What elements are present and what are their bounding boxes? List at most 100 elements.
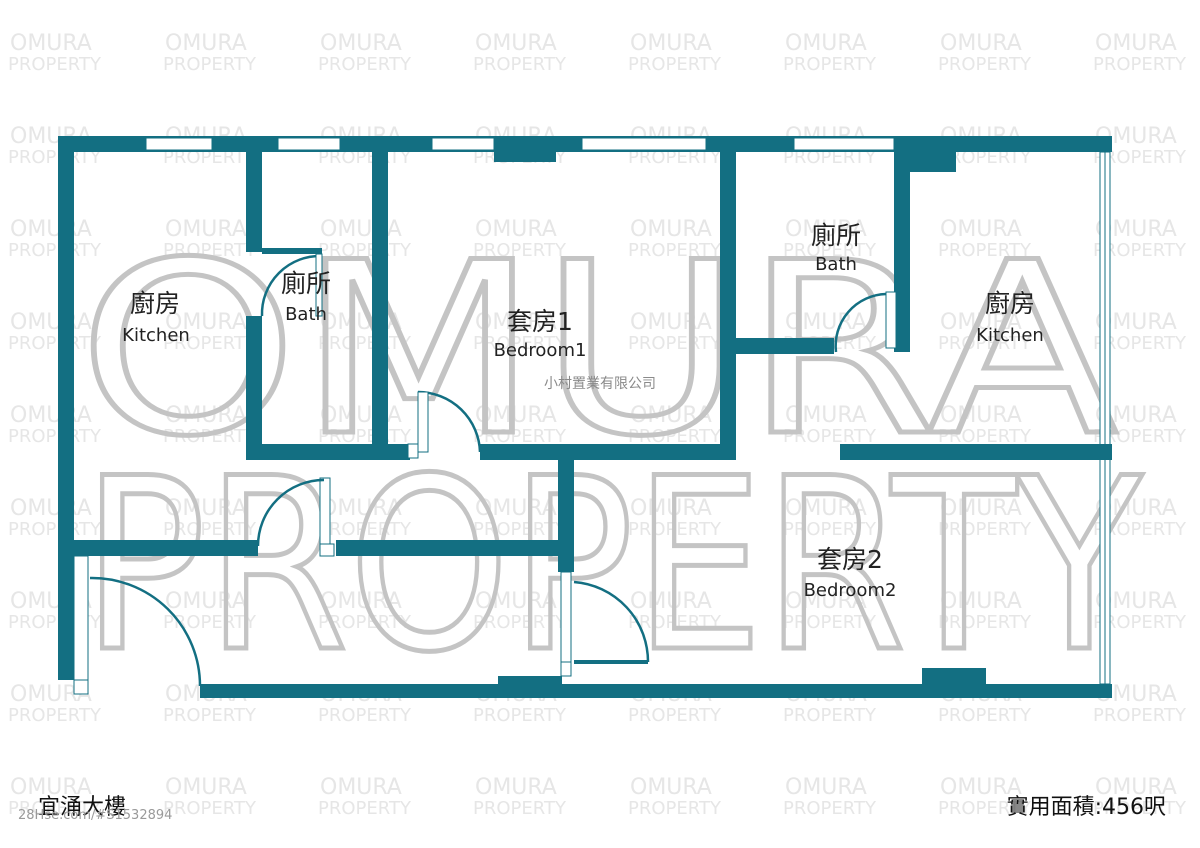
watermark-tile-line1: OMURA	[10, 403, 92, 428]
watermark-tile-line2: PROPERTY	[628, 798, 722, 819]
watermark-tile-line2: PROPERTY	[8, 54, 102, 75]
watermark-tile-line1: OMURA	[320, 589, 402, 614]
watermark-tile-line2: PROPERTY	[1093, 333, 1187, 354]
watermark-tile-line1: OMURA	[1095, 775, 1177, 800]
watermark-tile-line2: PROPERTY	[938, 240, 1032, 261]
watermark-tile-line1: OMURA	[475, 403, 557, 428]
watermark-tile-line1: OMURA	[10, 496, 92, 521]
watermark-tile-line2: PROPERTY	[473, 333, 567, 354]
watermark-tile-line2: PROPERTY	[1093, 519, 1187, 540]
room-bedroom2-zh: 套房2	[817, 545, 883, 574]
watermark-tile-line1: OMURA	[785, 403, 867, 428]
watermark-tile-line2: PROPERTY	[938, 147, 1032, 168]
watermark-tile-line2: PROPERTY	[783, 519, 877, 540]
watermark-tile-line1: OMURA	[940, 496, 1022, 521]
watermark-tile-line2: PROPERTY	[8, 147, 102, 168]
watermark-tile-line2: PROPERTY	[783, 240, 877, 261]
watermark-tile-line1: OMURA	[165, 310, 247, 335]
watermark-tile-line2: PROPERTY	[473, 519, 567, 540]
watermark-tile-line2: PROPERTY	[163, 705, 257, 726]
watermark-tile-line1: OMURA	[10, 31, 92, 56]
watermark-tile-line2: PROPERTY	[163, 426, 257, 447]
room-bedroom1-zh: 套房1	[507, 307, 573, 336]
company-mark: 小村置業有限公司	[544, 376, 656, 392]
watermark-tile-line2: PROPERTY	[783, 798, 877, 819]
listing-reference: 28Hse.com/#S1532894	[18, 808, 172, 823]
watermark-tile-line2: PROPERTY	[628, 147, 722, 168]
watermark-tile-line1: OMURA	[1095, 31, 1177, 56]
watermark-tile-line1: OMURA	[630, 496, 712, 521]
room-kitchen-left-zh: 廚房	[130, 289, 180, 318]
room-kitchen-right-en: Kitchen	[976, 325, 1044, 346]
watermark-tile-line1: OMURA	[475, 775, 557, 800]
watermark-tile-line1: OMURA	[940, 589, 1022, 614]
watermark-tile-line1: OMURA	[165, 775, 247, 800]
watermark-tile-line1: OMURA	[320, 31, 402, 56]
watermark-tile-line1: OMURA	[165, 31, 247, 56]
watermark-tile-line2: PROPERTY	[938, 54, 1032, 75]
watermark-tile-line1: OMURA	[785, 31, 867, 56]
watermark-tile-line2: PROPERTY	[938, 426, 1032, 447]
watermark-tile-line1: OMURA	[165, 496, 247, 521]
watermark-tile-line2: PROPERTY	[8, 798, 102, 819]
watermark-tile-line1: OMURA	[785, 775, 867, 800]
watermark-tile-line1: OMURA	[475, 496, 557, 521]
room-kitchen-right-zh: 廚房	[985, 289, 1035, 318]
room-bath-right-zh: 廁所	[811, 221, 861, 250]
watermark-tiles: OMURAPROPERTYOMURAPROPERTYOMURAPROPERTYO…	[8, 31, 1187, 819]
watermark-tile-line1: OMURA	[475, 589, 557, 614]
watermark-tile-line2: PROPERTY	[473, 798, 567, 819]
watermark-tile-line2: PROPERTY	[628, 612, 722, 633]
watermark-tile-line1: OMURA	[630, 775, 712, 800]
watermark-tile-line1: OMURA	[320, 496, 402, 521]
watermark-tile-line1: OMURA	[940, 403, 1022, 428]
watermark-tile-line1: OMURA	[10, 310, 92, 335]
watermark-tile-line1: OMURA	[165, 217, 247, 242]
watermark-tile-line2: PROPERTY	[8, 240, 102, 261]
watermark-tile-line2: PROPERTY	[783, 705, 877, 726]
watermark-tile-line2: PROPERTY	[783, 612, 877, 633]
watermark-tile-line1: OMURA	[785, 310, 867, 335]
watermark-tile-line2: PROPERTY	[628, 54, 722, 75]
watermark-tile-line2: PROPERTY	[318, 240, 412, 261]
watermark-tile-line1: OMURA	[630, 589, 712, 614]
watermark-tile-line1: OMURA	[630, 310, 712, 335]
room-bath-left-zh: 廁所	[281, 269, 331, 298]
watermark-tile-line1: OMURA	[785, 589, 867, 614]
watermark-tile-line1: OMURA	[475, 217, 557, 242]
footer: 宜涌大樓 28Hse.com/#S1532894 實用面積:456呎	[18, 795, 1166, 823]
watermark-tile-line2: PROPERTY	[163, 240, 257, 261]
watermark-tile-line2: PROPERTY	[1093, 705, 1187, 726]
watermark-tile-line2: PROPERTY	[318, 426, 412, 447]
watermark-tile-line1: OMURA	[940, 775, 1022, 800]
watermark-tile-line2: PROPERTY	[318, 798, 412, 819]
watermark-tile-line2: PROPERTY	[783, 54, 877, 75]
watermark-tile-line2: PROPERTY	[8, 705, 102, 726]
watermark-tile-line2: PROPERTY	[1093, 54, 1187, 75]
watermark-tile-line1: OMURA	[10, 775, 92, 800]
watermark-tile-line2: PROPERTY	[318, 705, 412, 726]
watermark-tile-line2: PROPERTY	[473, 705, 567, 726]
watermark-tile-line1: OMURA	[785, 496, 867, 521]
room-bedroom1-en: Bedroom1	[494, 340, 587, 361]
watermark-tile-line2: PROPERTY	[473, 612, 567, 633]
watermark-tile-line2: PROPERTY	[163, 612, 257, 633]
watermark-tile-line1: OMURA	[630, 217, 712, 242]
watermark-tile-line1: OMURA	[165, 403, 247, 428]
watermark-tile-line1: OMURA	[940, 217, 1022, 242]
walls	[58, 136, 1112, 698]
watermark-tile-line2: PROPERTY	[163, 54, 257, 75]
room-bedroom2-en: Bedroom2	[804, 580, 897, 601]
watermark-tile-line1: OMURA	[320, 217, 402, 242]
watermark-tile-line2: PROPERTY	[318, 333, 412, 354]
watermark-tile-line2: PROPERTY	[628, 705, 722, 726]
watermark-tile-line1: OMURA	[10, 217, 92, 242]
watermark-tile-line2: PROPERTY	[1093, 240, 1187, 261]
watermark-tile-line1: OMURA	[630, 31, 712, 56]
watermark-tile-line2: PROPERTY	[8, 333, 102, 354]
watermark-tile-line2: PROPERTY	[8, 426, 102, 447]
watermark-tile-line2: PROPERTY	[163, 519, 257, 540]
watermark-tile-line2: PROPERTY	[628, 333, 722, 354]
watermark-tile-line1: OMURA	[165, 589, 247, 614]
